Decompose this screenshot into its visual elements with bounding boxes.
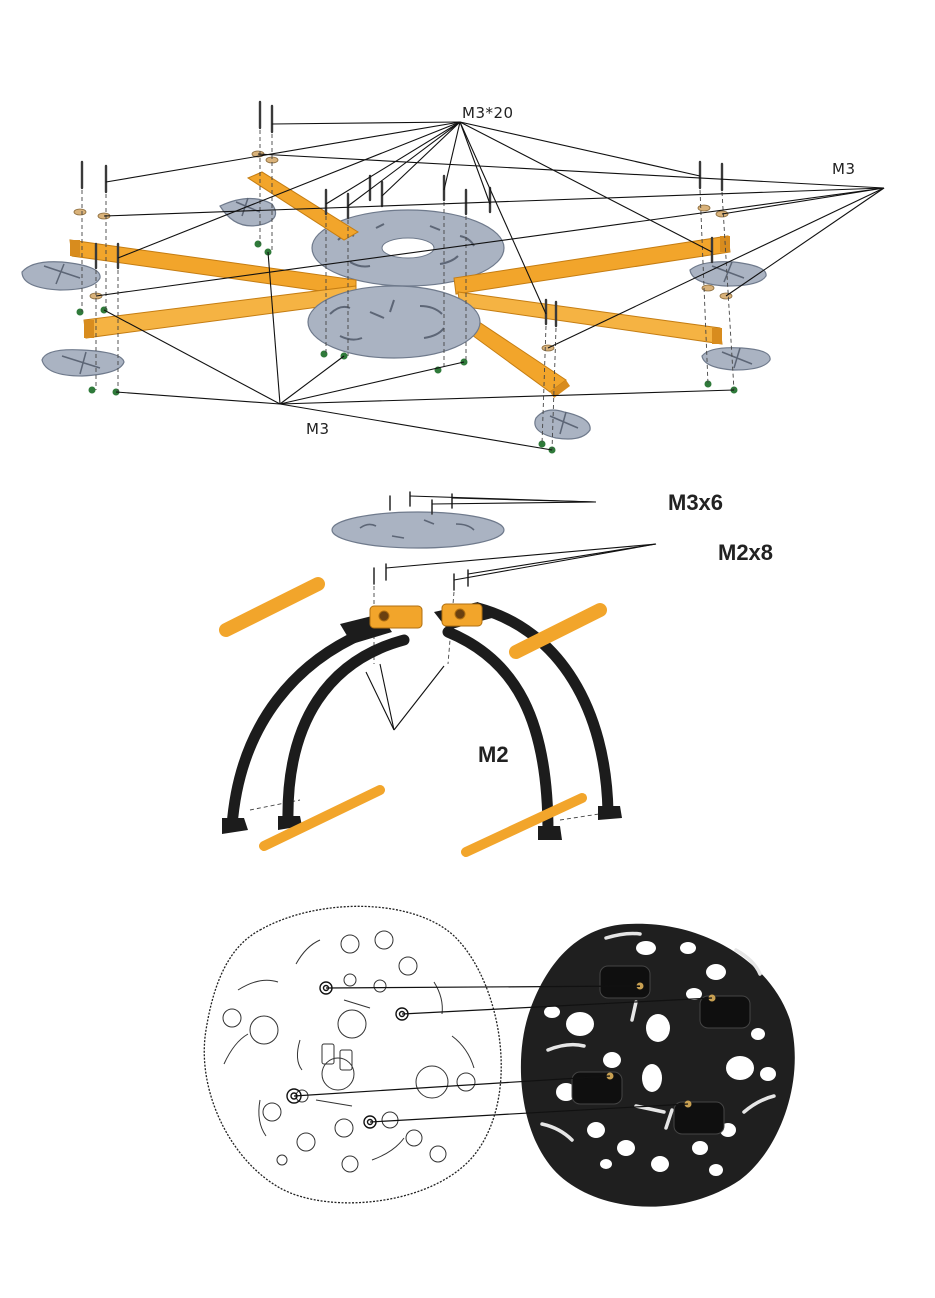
label-m2: M2 — [478, 742, 509, 767]
landing-gear-icon — [219, 491, 657, 857]
carbon-plate-icon — [293, 923, 795, 1207]
label-m3x6: M3x6 — [668, 490, 724, 515]
arm — [246, 171, 359, 241]
screws — [80, 100, 724, 328]
leader-lines-m3x20 — [105, 121, 713, 315]
hexacopter-frame-exploded-icon — [21, 100, 885, 454]
motor-mount-plate — [219, 197, 277, 227]
motor-mount-plate — [21, 261, 101, 291]
center-plate-outline-icon — [203, 905, 502, 1204]
landing-gear-clamps — [369, 603, 483, 629]
leader-lines-m3-right — [95, 153, 885, 349]
gear-mounts — [571, 965, 751, 1135]
bottom-center-plate — [307, 285, 481, 359]
landing-gear-top-plate — [331, 511, 505, 549]
label-m3x20: M3*20 — [462, 104, 514, 122]
label-m2x8: M2x8 — [718, 540, 774, 565]
label-m3-right: M3 — [832, 160, 856, 178]
landing-gear-legs — [226, 602, 614, 838]
landing-gear-tubes — [219, 577, 607, 857]
leader-lines-m3-bottom — [103, 251, 735, 451]
label-m3-bottom: M3 — [306, 420, 330, 438]
frame-arms — [69, 171, 731, 393]
